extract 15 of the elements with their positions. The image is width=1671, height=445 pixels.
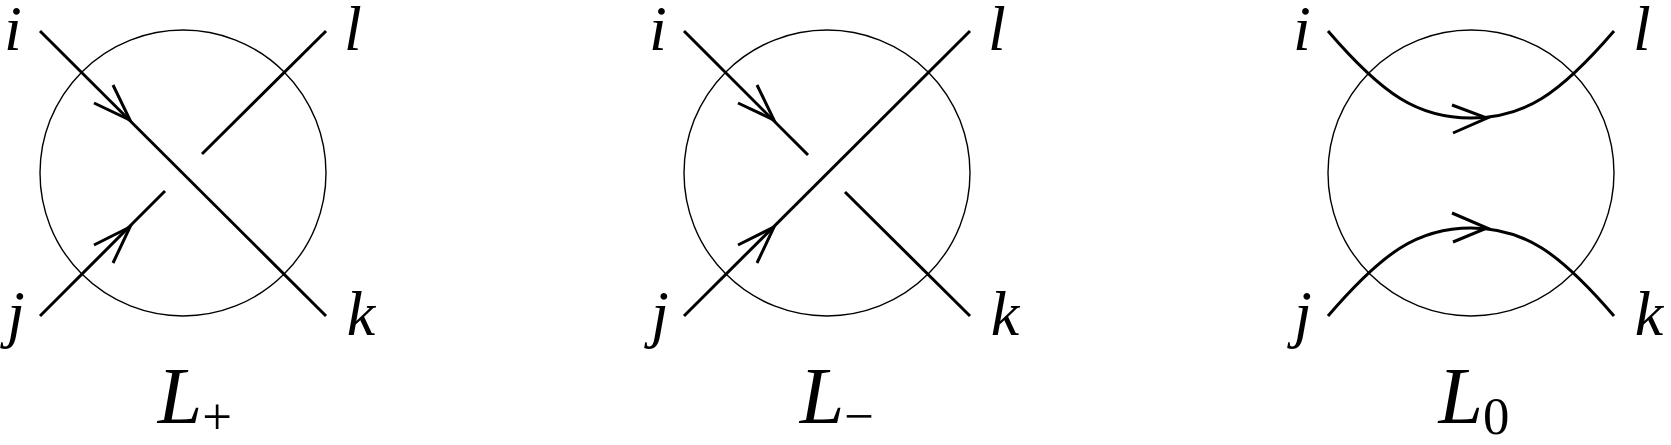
strand-end-label: l bbox=[987, 0, 1007, 66]
strand-end-label: k bbox=[1633, 276, 1665, 351]
panel-caption: L$_{−}$ bbox=[798, 352, 876, 440]
strand-end-label: j bbox=[0, 271, 32, 355]
strand-end-label: i bbox=[3, 0, 23, 66]
strand-end-label: l bbox=[343, 0, 363, 66]
strand-end-label: j bbox=[1287, 271, 1319, 355]
strand-end-label: l bbox=[1632, 0, 1652, 66]
strand-end-label: j bbox=[644, 271, 676, 355]
panel-caption: L$_{0}$ bbox=[1436, 352, 1511, 440]
strand-end-label: k bbox=[989, 276, 1021, 351]
strand-end-label: i bbox=[1292, 0, 1312, 66]
panel-caption: L$_{+}$ bbox=[156, 352, 234, 440]
strand-end-label: i bbox=[648, 0, 668, 66]
strand-end-label: k bbox=[345, 276, 377, 351]
